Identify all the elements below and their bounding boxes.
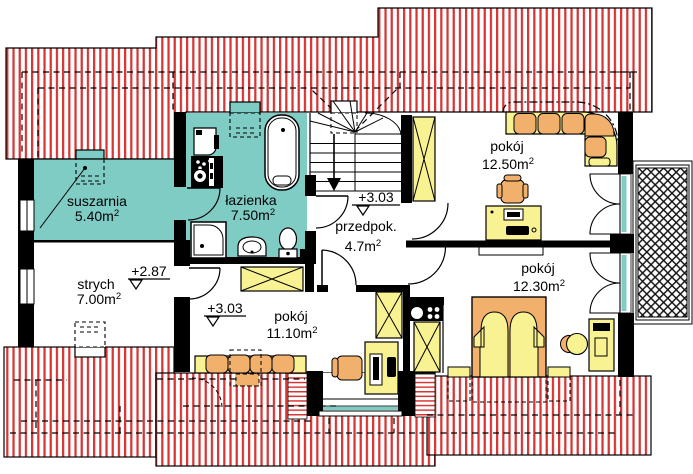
svg-text:strych: strych <box>77 276 114 292</box>
svg-text:przedpok.: przedpok. <box>335 218 396 234</box>
svg-text:4.7m2: 4.7m2 <box>345 238 381 254</box>
svg-text:7.50m2: 7.50m2 <box>231 207 275 223</box>
svg-text:11.10m2: 11.10m2 <box>267 325 318 341</box>
svg-text:12.30m2: 12.30m2 <box>513 278 565 294</box>
svg-text:+3.03: +3.03 <box>207 300 243 316</box>
svg-text:+3.03: +3.03 <box>358 189 394 205</box>
svg-text:pokój: pokój <box>490 138 523 154</box>
svg-text:+2.87: +2.87 <box>131 263 167 279</box>
svg-text:pokój: pokój <box>521 260 554 276</box>
svg-text:5.40m2: 5.40m2 <box>75 208 119 224</box>
svg-text:pokój: pokój <box>274 308 307 324</box>
svg-text:łazienka: łazienka <box>225 192 277 208</box>
svg-text:7.00m2: 7.00m2 <box>77 291 121 307</box>
svg-text:12.50m2: 12.50m2 <box>482 156 534 172</box>
svg-text:suszarnia: suszarnia <box>67 193 127 209</box>
